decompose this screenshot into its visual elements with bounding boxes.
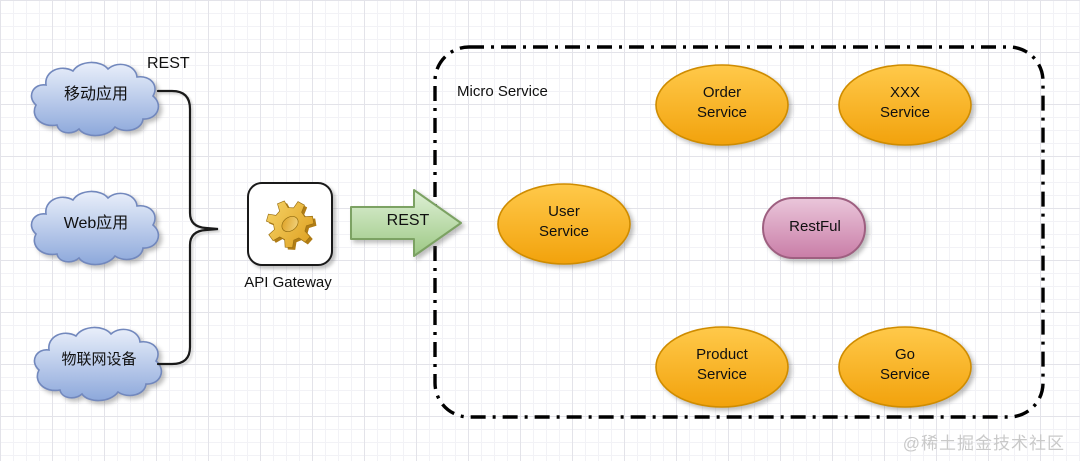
service-node-order: Order Service — [652, 62, 792, 150]
api-gateway-node — [247, 182, 333, 266]
restful-node: RestFul — [761, 196, 869, 262]
service-node-product: Product Service — [652, 324, 792, 412]
rest-arrow-label: REST — [386, 212, 430, 229]
client-node-mobile-app: 移动应用 — [26, 57, 166, 141]
service-ellipse — [838, 326, 972, 408]
api-gateway-label: API Gateway — [244, 274, 332, 291]
service-ellipse — [655, 326, 789, 408]
service-node-xxx: XXX Service — [835, 62, 975, 150]
service-ellipse — [497, 183, 631, 265]
cloud-icon — [33, 326, 163, 402]
restful-shape — [762, 197, 866, 259]
microservice-title: Micro Service — [457, 83, 548, 100]
service-node-user: User Service — [494, 181, 634, 269]
watermark: @稀土掘金技术社区 — [902, 434, 1065, 453]
cloud-icon — [30, 61, 160, 137]
brace-connector — [156, 89, 219, 366]
rest-protocol-label: REST — [147, 55, 190, 72]
cloud-icon — [30, 190, 160, 266]
rest-arrow — [350, 189, 462, 257]
service-ellipse — [655, 64, 789, 146]
gear-icon — [265, 200, 317, 250]
service-node-go: Go Service — [835, 324, 975, 412]
client-node-web-app: Web应用 — [26, 186, 166, 270]
microservice-boundary — [433, 45, 1045, 419]
service-ellipse — [838, 64, 972, 146]
